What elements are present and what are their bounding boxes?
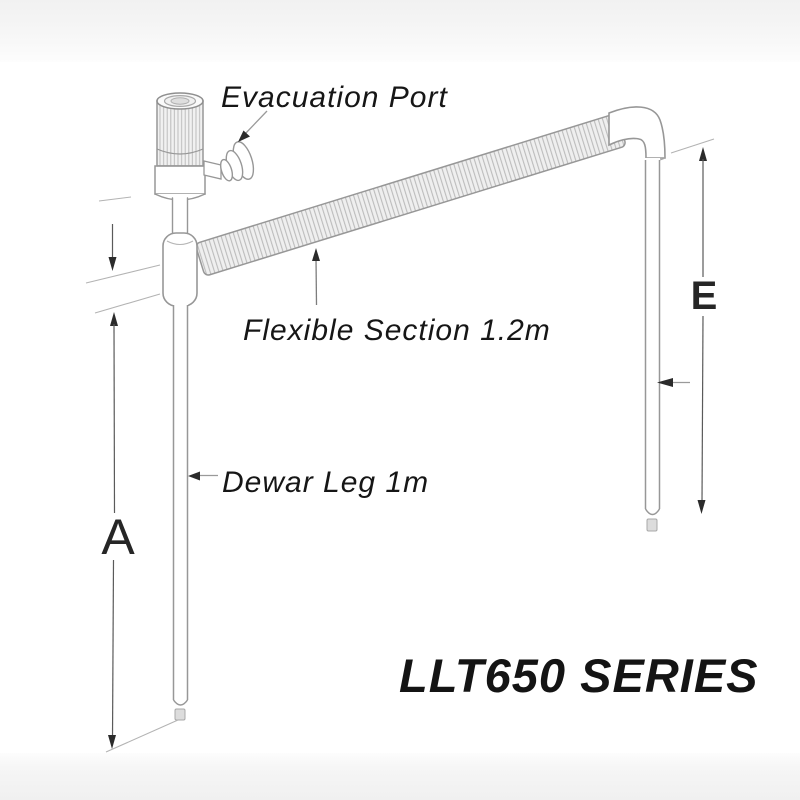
- arrow-up-icon: [110, 312, 118, 326]
- dimension-a-line-lower: [111, 559, 115, 739]
- reference-dash: [98, 196, 132, 202]
- flexible-corrugated-hose: [195, 113, 626, 276]
- dimension-a: A: [101, 224, 135, 749]
- bottom-background-band: [0, 753, 800, 800]
- dewar-leg-cap: [172, 699, 189, 706]
- series-title: LLT650 SERIES: [399, 649, 759, 702]
- delivery-leg-cap: [644, 508, 661, 516]
- arrow-left-icon: [657, 378, 673, 387]
- valve-knob-collar-line: [156, 148, 204, 155]
- valve-neck: [172, 196, 188, 236]
- arrow-left-icon: [188, 471, 200, 481]
- arrow-down-icon: [697, 500, 706, 514]
- delivery-leg-tube: [644, 158, 661, 532]
- delivery-leg-tip: [646, 518, 658, 532]
- evacuation-port-flange: [219, 141, 255, 182]
- leader-arrows: [188, 110, 320, 481]
- arrow-down-left-icon: [238, 130, 250, 142]
- evacuation-valve: [154, 92, 255, 237]
- elbow-fitting: [608, 106, 666, 159]
- valve-knob-hole: [170, 97, 190, 105]
- witness-line-upper: [85, 264, 161, 284]
- label-flexible-section: Flexible Section 1.2m: [243, 314, 551, 347]
- dimension-e-line-lower: [701, 315, 704, 504]
- valve-side-stub: [203, 160, 222, 180]
- dimension-e-label: E: [691, 274, 718, 318]
- arrow-up-icon: [699, 147, 707, 161]
- witness-line-lower: [94, 293, 161, 314]
- label-evacuation-port: Evacuation Port: [221, 81, 448, 114]
- arrow-down-icon: [108, 735, 116, 749]
- dimension-a-line-upper: [113, 323, 116, 514]
- dimension-a-label: A: [101, 509, 135, 565]
- label-dewar-leg: Dewar Leg 1m: [222, 466, 429, 499]
- valve-body: [154, 165, 206, 195]
- dewar-leg-tip: [174, 708, 186, 721]
- top-background-band: [0, 0, 800, 62]
- flexible-leader-line: [315, 257, 318, 306]
- dewar-leg-tube: [172, 304, 189, 721]
- dimension-e: E: [657, 147, 717, 514]
- arrow-down-icon: [108, 257, 117, 271]
- witness-lines: [85, 138, 715, 753]
- witness-line-top-right: [670, 138, 715, 154]
- valve-knob-body: [156, 100, 204, 167]
- tee-junction: [162, 232, 198, 307]
- tee-top-face-line: [166, 240, 194, 246]
- arrow-up-icon: [312, 248, 320, 261]
- evacuation-leader-line: [244, 110, 268, 135]
- witness-line-bottom-left: [105, 719, 179, 753]
